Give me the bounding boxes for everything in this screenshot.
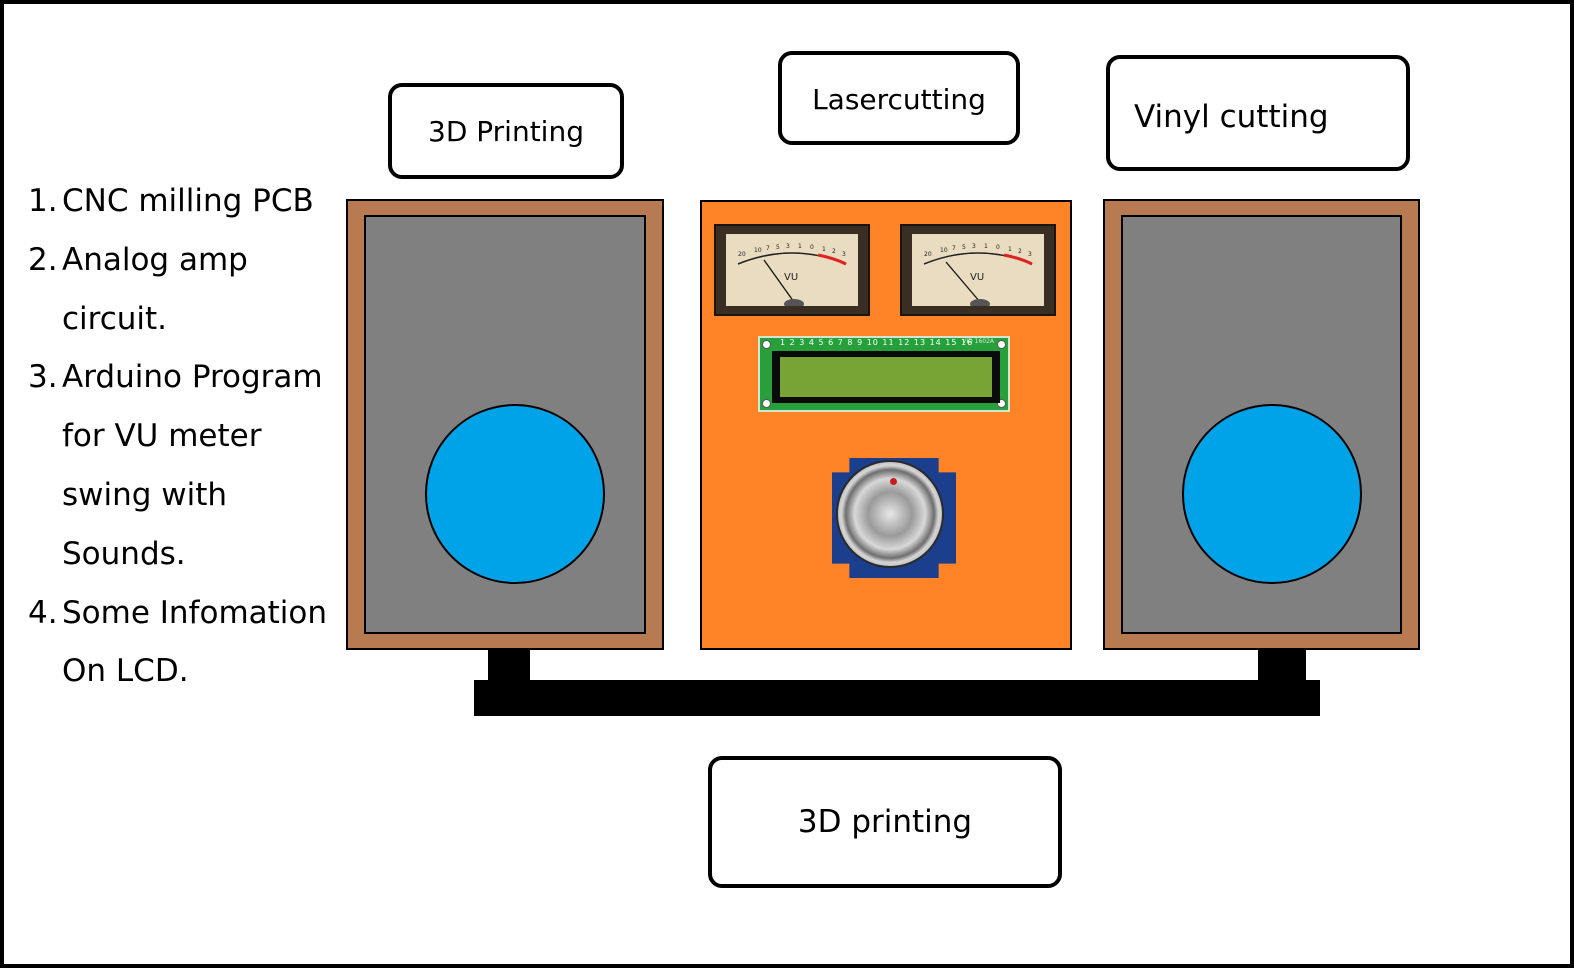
- vu-label: VU: [970, 272, 984, 283]
- vu-scale-tick: 20: [738, 251, 746, 258]
- vu-label: VU: [784, 272, 798, 283]
- vu-scale-tick: 2: [1018, 248, 1022, 255]
- lcd-screen: [780, 357, 992, 397]
- amplifier-panel: 20 10 7 5 3 1 0 1 2 3 VU 20 10 7: [700, 200, 1072, 650]
- step-1: 1.CNC milling PCB: [28, 183, 314, 219]
- step-2: 2.Analog amp: [28, 241, 248, 278]
- step-2-continued: circuit.: [62, 300, 168, 337]
- step-4: 4.Some Infomation: [28, 594, 328, 631]
- stand-right-leg: [1258, 648, 1306, 684]
- label-3d-printing-bottom-text: 3D printing: [797, 804, 973, 840]
- speaker-cone-icon: [1182, 404, 1362, 584]
- step-3-continued-1: for VU meter: [62, 418, 262, 455]
- label-3d-printing-bottom: 3D printing: [708, 756, 1062, 888]
- vu-scale-tick: 5: [962, 244, 966, 251]
- lcd-pin-labels: 1 2 3 4 5 6 7 8 9 10 11 12 13 14 15 16: [780, 338, 974, 347]
- vu-scale-tick: 1: [1008, 246, 1012, 253]
- step-4-continued: On LCD.: [62, 653, 189, 690]
- vu-scale-tick: 1: [798, 243, 802, 250]
- lcd-mount-hole: [762, 399, 771, 408]
- label-lasercutting: Lasercutting: [778, 51, 1020, 145]
- lcd-mount-hole: [997, 340, 1006, 349]
- vu-meter-icon: 20 10 7 5 3 1 0 1 2 3 VU: [900, 224, 1056, 316]
- vu-scale-tick: 10: [940, 247, 948, 254]
- process-steps-list: 1.CNC milling PCB 2.Analog amp circuit. …: [28, 172, 327, 701]
- vu-scale-tick: 3: [786, 243, 790, 250]
- vu-scale-tick: 2: [832, 248, 836, 255]
- label-3d-printing-top-text: 3D Printing: [428, 114, 584, 148]
- vu-scale-tick: 7: [766, 245, 770, 252]
- speaker-left: [346, 199, 664, 650]
- vu-scale-tick: 10: [754, 247, 762, 254]
- stand-left-leg: [488, 648, 530, 684]
- vu-scale-tick: 3: [972, 243, 976, 250]
- lcd-bezel: [772, 351, 1000, 403]
- vu-scale-tick: 3: [1028, 251, 1032, 258]
- step-3-continued-2: swing with: [62, 476, 228, 513]
- step-3-continued-3: Sounds.: [62, 535, 186, 572]
- label-3d-printing-top: 3D Printing: [388, 83, 624, 179]
- step-3: 3.Arduino Program: [28, 359, 323, 396]
- lcd-mount-hole: [762, 340, 771, 349]
- speaker-right: [1103, 199, 1420, 650]
- label-vinyl-cutting: Vinyl cutting: [1106, 55, 1410, 171]
- vu-scale-tick: 5: [776, 244, 780, 251]
- lcd-module-icon: 1 2 3 4 5 6 7 8 9 10 11 12 13 14 15 16 V…: [758, 336, 1010, 412]
- vu-scale-labels: 20 10 7 5 3 1 0 1 2 3: [738, 243, 846, 258]
- lcd-mount-hole: [997, 399, 1006, 408]
- label-vinyl-cutting-text: Vinyl cutting: [1134, 99, 1329, 135]
- vu-scale-tick: 1: [822, 246, 826, 253]
- stand-base-bar: [474, 680, 1320, 716]
- speaker-cone-icon: [425, 404, 605, 584]
- vu-scale-tick: 0: [810, 244, 814, 251]
- vu-scale-tick: 7: [952, 245, 956, 252]
- knob-indicator-dot: [890, 478, 897, 485]
- label-lasercutting-text: Lasercutting: [812, 83, 986, 116]
- vu-meter-icon: 20 10 7 5 3 1 0 1 2 3 VU: [714, 224, 870, 316]
- vu-scale-labels: 20 10 7 5 3 1 0 1 2 3: [924, 243, 1032, 258]
- vu-scale-tick: 1: [984, 243, 988, 250]
- vu-scale-tick: 20: [924, 251, 932, 258]
- vu-scale-tick: 0: [996, 244, 1000, 251]
- vu-scale-tick: 3: [842, 251, 846, 258]
- volume-knob-icon: [836, 460, 944, 568]
- lcd-model-label: VID 1602A: [962, 338, 994, 345]
